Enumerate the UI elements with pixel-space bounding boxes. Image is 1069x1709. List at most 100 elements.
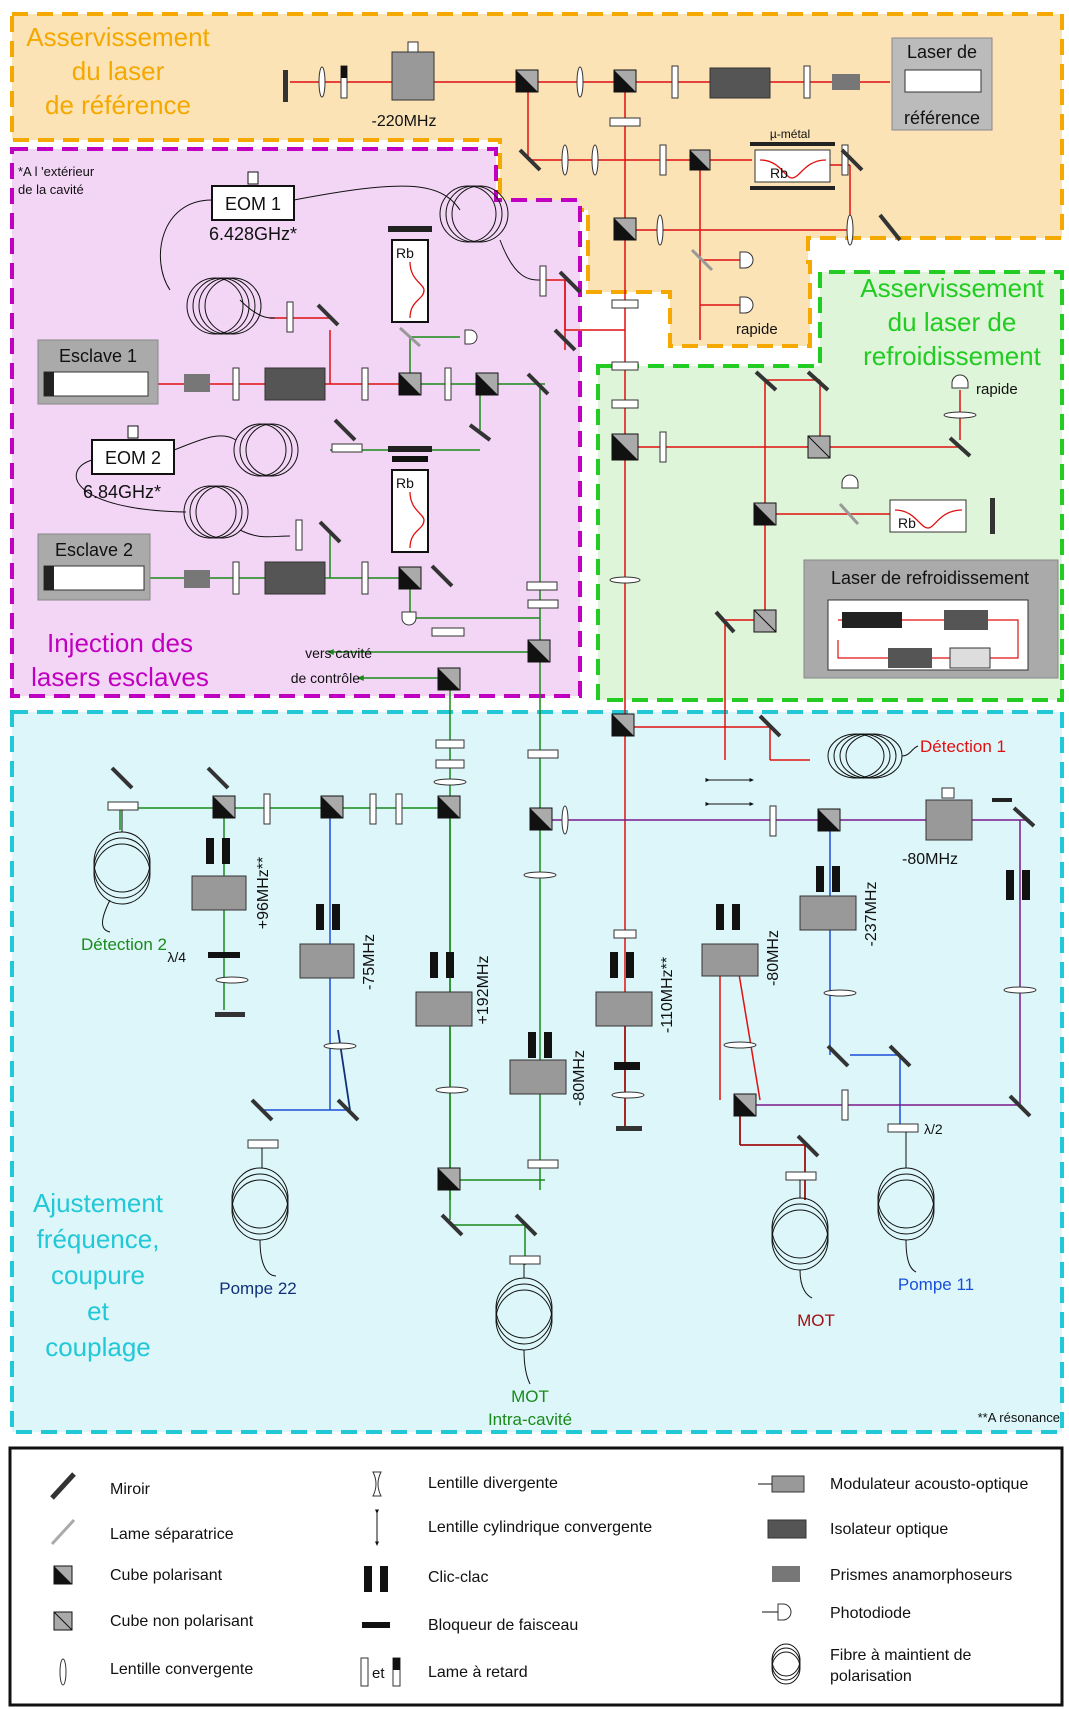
mot-label: MOT (797, 1311, 835, 1330)
title-adjust-line-5: couplage (45, 1332, 151, 1362)
title-reference: Asservissement du laser de référence (26, 22, 210, 120)
cooling-rb-label: Rb (898, 515, 916, 531)
eom1-freq: 6.428GHz* (209, 224, 297, 244)
eom1-label: EOM 1 (225, 194, 281, 214)
lambda4-label: λ/4 (167, 949, 186, 965)
legend-pbs: Cube polarisant (110, 1567, 223, 1584)
legend-waveplate-et: et (372, 1665, 385, 1682)
note-outside-cavity-2: de la cavité (18, 182, 84, 197)
fiber-coil-2 (75, 423, 299, 539)
region-reference-box (10, 12, 1064, 348)
mot-ic-label-1: MOT (511, 1387, 549, 1406)
cooling-rb-cell (889, 499, 967, 533)
title-slaves: Injection des lasers esclaves (31, 628, 209, 692)
legend-conv-lens: Lentille convergente (110, 1661, 253, 1678)
legend-fiber-1: Fibre à maintient de (830, 1647, 972, 1664)
mot-ic-label-2: Intra-cavité (488, 1410, 572, 1429)
legend-prism-icon (772, 1566, 800, 1582)
title-adjust-line-3: coupure (51, 1260, 145, 1290)
aom-237-freq: -237MHz (863, 882, 880, 947)
aom-80-red (701, 943, 759, 977)
legend-conv-lens-icon (59, 1658, 67, 1686)
ref-rb-label: Rb (770, 165, 788, 181)
legend-fiber-icon (771, 1643, 801, 1685)
title-adjust-line-1: Ajustement (33, 1188, 164, 1218)
aom-mot-ic (415, 991, 473, 1027)
cooling-rapide: rapide (976, 381, 1018, 398)
ref-rb-cell (754, 149, 831, 183)
eom2-box (91, 439, 175, 475)
fiber-coil-p11 (877, 1132, 935, 1273)
title-slaves-line-1: Injection des (47, 628, 193, 658)
fiber-coil-det2 (93, 810, 151, 933)
legend-beamsplitter-icon (50, 1518, 76, 1546)
aom-110-freq: -110MHz** (659, 957, 676, 1033)
legend-blocker: Bloqueur de faisceau (428, 1617, 578, 1634)
cooling-components: rapide Rb Laser de refroidissement (611, 370, 1059, 679)
title-adjust: Ajustement fréquence, coupure et couplag… (33, 1188, 164, 1362)
to-control-cavity-1: vers cavité (305, 645, 372, 661)
ref-mu-metal: µ-métal (770, 127, 810, 141)
fiber-coil-p22 (231, 1148, 289, 1277)
legend-beamsplitter: Lame séparatrice (110, 1526, 234, 1543)
ref-rapide: rapide (736, 321, 778, 338)
legend-photodiode-icon (777, 1603, 792, 1621)
legend-div-lens-icon (372, 1471, 382, 1497)
pompe11-label: Pompe 11 (898, 1275, 974, 1294)
aom-det2-freq: +96MHz** (255, 857, 272, 929)
fiber-coil-1 (159, 185, 541, 335)
legend-npbs: Cube non polarisant (110, 1613, 254, 1630)
ref-isolator (709, 67, 771, 99)
legend-cyl-lens: Lentille cylindrique convergente (428, 1519, 652, 1536)
rb-cell-1-label: Rb (396, 245, 414, 261)
slave-components: EOM 1 6.428GHz* Esclave 1 Rb (37, 171, 582, 691)
eom2-label: EOM 2 (105, 448, 161, 468)
ref-aom (391, 51, 435, 101)
legend-aom-icon (771, 1475, 805, 1493)
ref-lens-1 (576, 66, 584, 98)
aom-p22-freq: -75MHz (361, 934, 378, 990)
note-resonance: **A résonance (978, 1410, 1060, 1425)
legend-mirror-icon (50, 1472, 76, 1500)
det2-label: Détection 2 (81, 935, 167, 954)
rb-cell-2 (391, 469, 429, 553)
legend-fiber-2: polarisation (830, 1668, 912, 1685)
legend-waveplate: Lame à retard (428, 1664, 528, 1681)
eom1-box (211, 185, 295, 221)
legend-clic-clac: Clic-clac (428, 1569, 488, 1586)
region-slaves-box (10, 147, 582, 698)
eom2-freq: 6.84GHz* (83, 482, 161, 502)
ref-laser-label-1: Laser de (907, 42, 977, 62)
title-cooling: Asservissement du laser de refroidisseme… (860, 273, 1044, 371)
reference-components: Laser de référence -220MHz µ-métal Rb (283, 37, 993, 338)
aom-110 (595, 991, 653, 1027)
ref-mu-metal-shield-top (750, 142, 835, 146)
ref-laser-label-2: référence (904, 108, 980, 128)
fiber-coil-mot (771, 1180, 829, 1299)
ref-laser-chip (904, 69, 982, 93)
region-reference (10, 12, 1064, 348)
rb-cell-2-label: Rb (396, 475, 414, 491)
legend-aom: Modulateur acousto-optique (830, 1476, 1028, 1493)
cooling-beams (625, 379, 961, 760)
det1-label: Détection 1 (920, 737, 1006, 756)
aom-80-right-freq: -80MHz (902, 851, 958, 868)
legend: Miroir Lame séparatrice Cube polarisant … (8, 1446, 1064, 1707)
legend-waveplate-icon (360, 1657, 369, 1687)
legend-isolator: Isolateur optique (830, 1521, 948, 1538)
title-cooling-line-3: refroidissement (863, 341, 1042, 371)
aom-p22 (299, 943, 355, 979)
legend-isolator-icon (767, 1519, 807, 1539)
legend-div-lens: Lentille divergente (428, 1475, 558, 1492)
legend-prism: Prismes anamorphoseurs (830, 1567, 1012, 1584)
adjust-components: Détection 1 Détection 2 +96MHz** λ/4 (81, 361, 1037, 1429)
to-control-cavity-2: de contrôle (291, 670, 360, 686)
aom-80-green (509, 1059, 567, 1095)
fiber-coil-mot-ic (495, 1264, 553, 1385)
legend-clic-clac-icon (364, 1566, 372, 1592)
lambda2-label: λ/2 (924, 1121, 943, 1137)
title-adjust-line-2: fréquence, (37, 1224, 160, 1254)
pompe22-label: Pompe 22 (219, 1279, 297, 1298)
note-outside-cavity-1: *A l 'extérieur (18, 164, 95, 179)
